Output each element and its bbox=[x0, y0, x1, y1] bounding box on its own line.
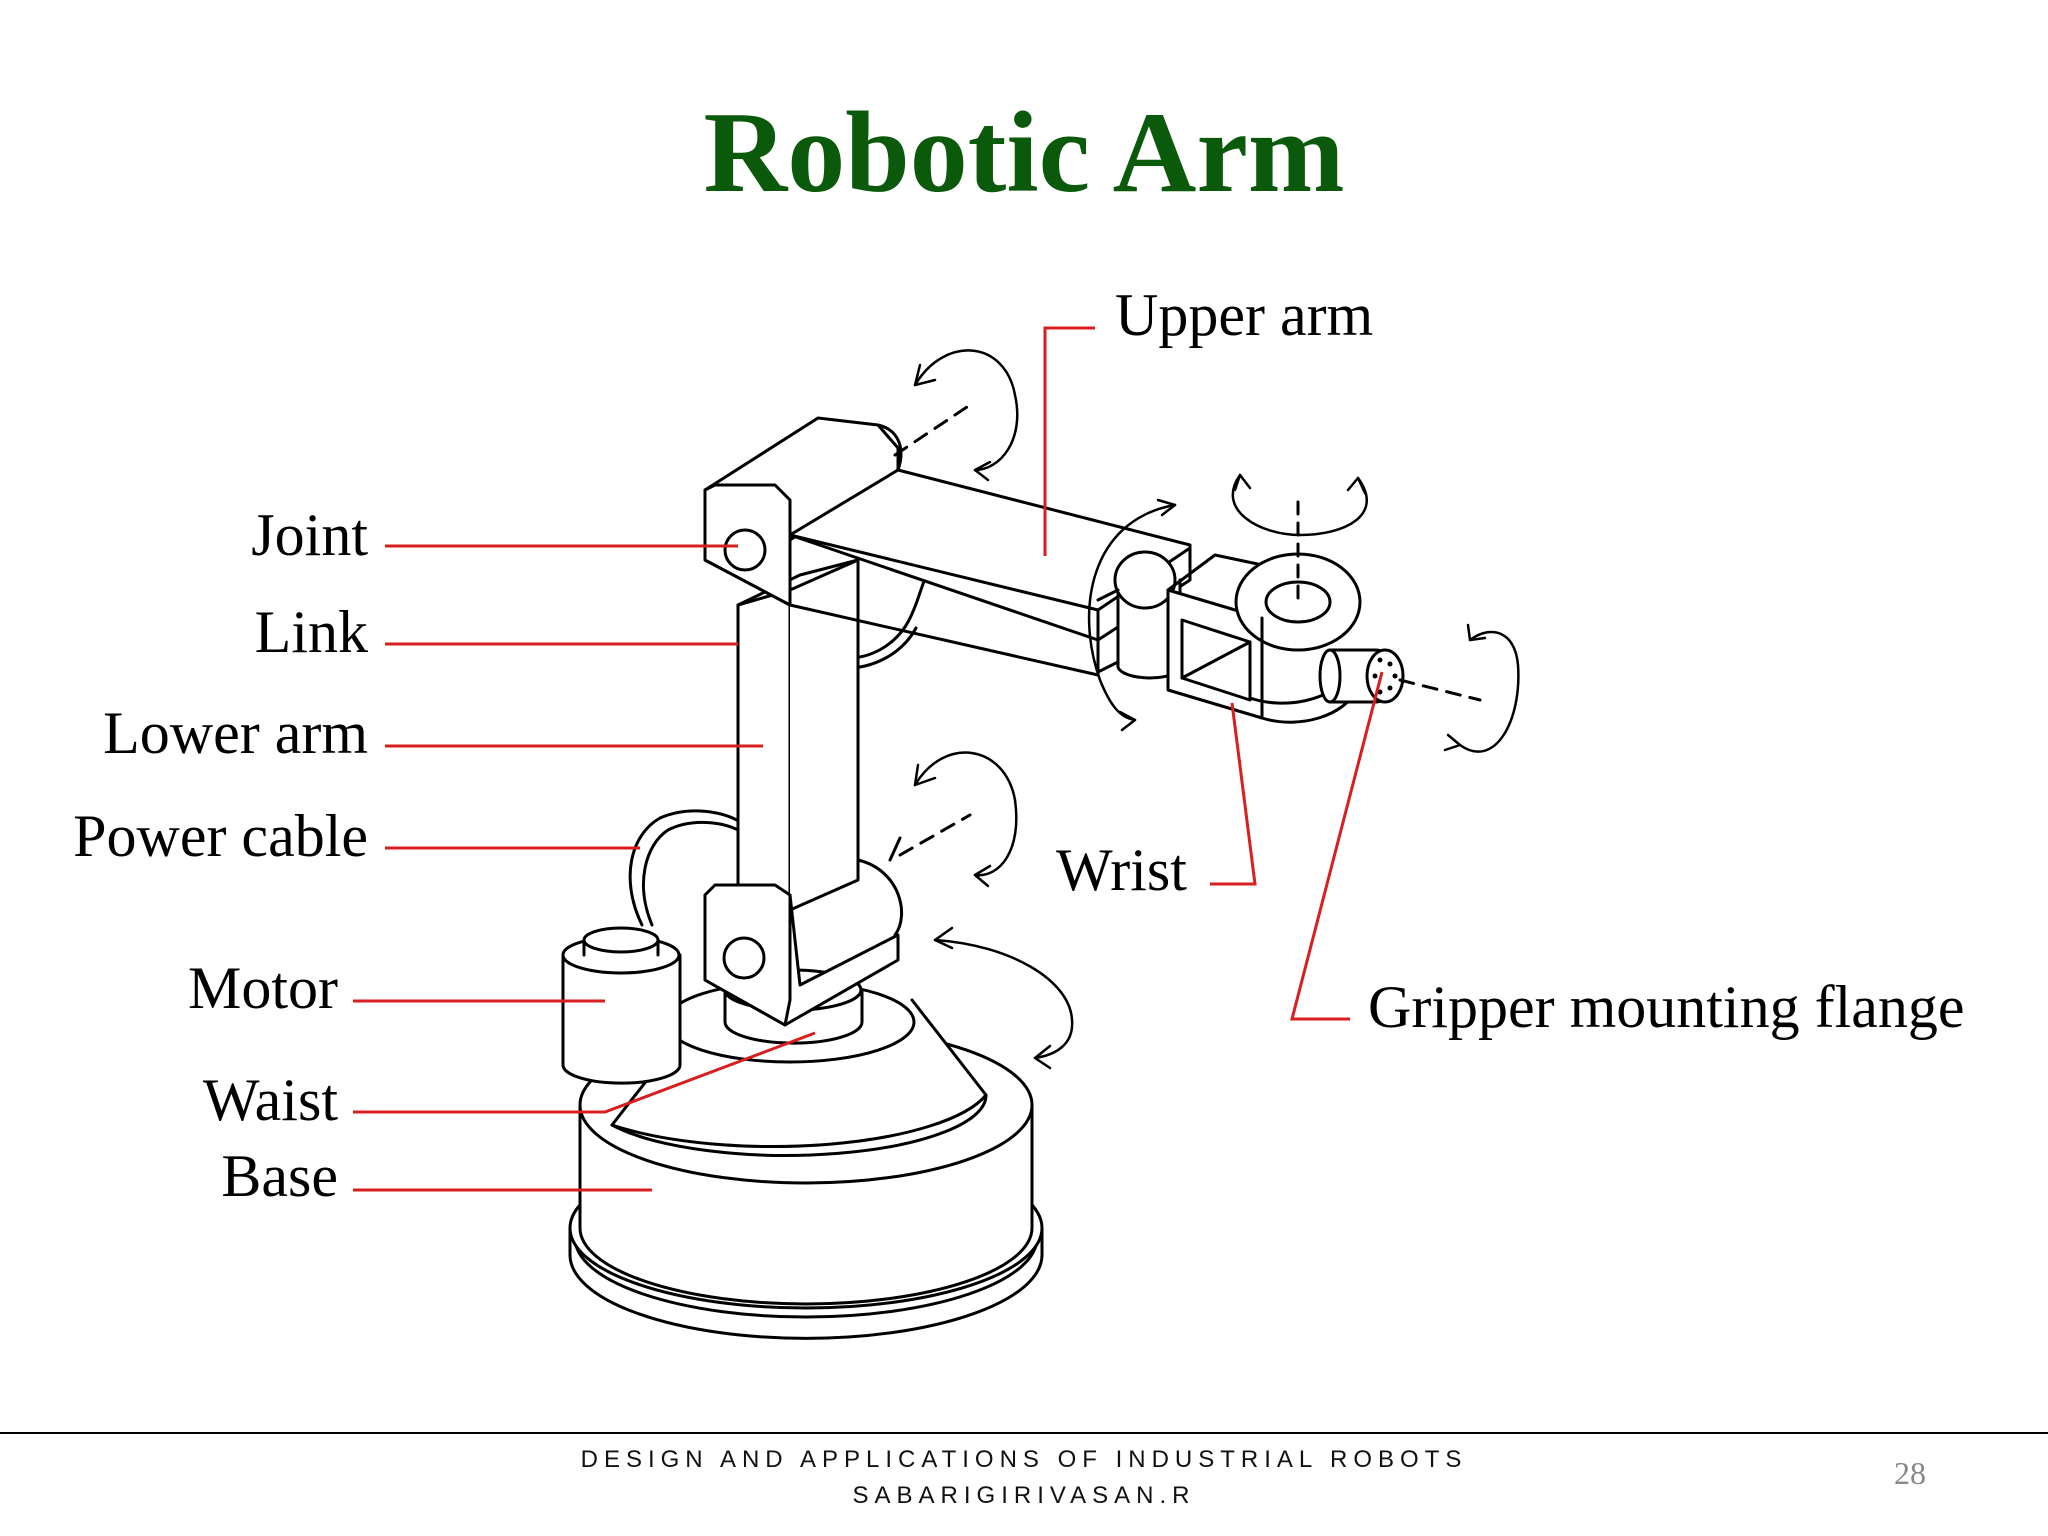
label-base: Base bbox=[221, 1143, 338, 1209]
label-motor: Motor bbox=[188, 955, 338, 1021]
motor-drawing bbox=[561, 926, 682, 1085]
label-joint: Joint bbox=[251, 502, 368, 568]
label-gripper-flange: Gripper mounting flange bbox=[1368, 974, 1965, 1040]
label-wrist: Wrist bbox=[1056, 837, 1187, 903]
footer-course-title: DESIGN AND APPLICATIONS OF INDUSTRIAL RO… bbox=[580, 1446, 1468, 1473]
leader-wrist bbox=[1210, 702, 1257, 886]
footer-divider bbox=[0, 1432, 2048, 1434]
lower-arm-drawing bbox=[703, 558, 972, 1027]
label-link: Link bbox=[254, 599, 368, 665]
label-lower-arm: Lower arm bbox=[103, 700, 368, 766]
leader-lines bbox=[353, 326, 1384, 1192]
leader-upper-arm bbox=[1043, 326, 1095, 556]
wrist-drawing bbox=[1096, 500, 1482, 724]
slide-title: Robotic Arm bbox=[703, 89, 1345, 217]
label-upper-arm: Upper arm bbox=[1115, 282, 1374, 348]
rotation-arrows bbox=[913, 349, 1520, 1070]
shoulder-joint-drawing bbox=[703, 403, 972, 607]
label-waist: Waist bbox=[202, 1067, 338, 1133]
footer-author: SABARIGIRIVASAN.R bbox=[852, 1482, 1196, 1509]
label-power-cable: Power cable bbox=[73, 803, 368, 869]
leader-gripper-flange bbox=[1290, 671, 1384, 1021]
base-drawing bbox=[568, 968, 1044, 1340]
page-number: 28 bbox=[1894, 1455, 1926, 1491]
leader-waist bbox=[353, 1031, 816, 1114]
